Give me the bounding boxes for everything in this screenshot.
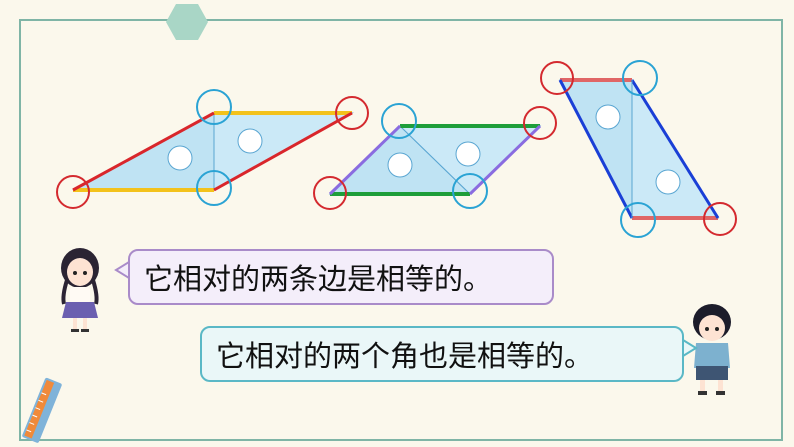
edge-left-blue [558,79,634,219]
hexagon-icon [166,4,208,40]
edge-right-red [213,111,353,192]
boy-speech-text: 它相对的两个角也是相等的。 [216,339,594,373]
angle-circle-blue [622,60,658,96]
angle-circle-red [313,176,347,210]
angle-circle-blue [620,202,656,238]
edge-right-blue [630,79,720,219]
hole-icon [237,128,263,154]
edge-right-purple [468,124,542,196]
parallelogram-3 [540,60,737,238]
boy-avatar [693,304,731,395]
boy-speech-bubble: 它相对的两个角也是相等的。 [200,326,684,382]
angle-circle-blue [452,173,488,209]
page-frame [19,19,783,441]
girl-speech-bubble: 它相对的两条边是相等的。 [128,249,554,305]
ruler-icon [22,377,62,443]
angle-circle-blue [381,103,417,139]
angle-circle-red [335,96,369,130]
angle-circle-blue [196,170,232,206]
hole-icon [595,104,621,130]
bubble-tail [114,261,130,279]
hole-icon [455,141,481,167]
girl-avatar [61,248,99,332]
hole-icon [387,152,413,178]
hole-icon [167,145,193,171]
angle-circle-red [523,106,557,140]
edge-left-red [72,111,215,192]
angle-circle-red [703,202,737,236]
girl-speech-text: 它相对的两条边是相等的。 [144,262,493,296]
angle-circle-red [540,61,574,95]
hole-icon [655,169,681,195]
bubble-tail [682,339,698,357]
parallelogram-1 [56,89,369,209]
parallelogram-2 [313,103,557,210]
angle-circle-blue [196,89,232,125]
angle-circle-red [56,175,90,209]
